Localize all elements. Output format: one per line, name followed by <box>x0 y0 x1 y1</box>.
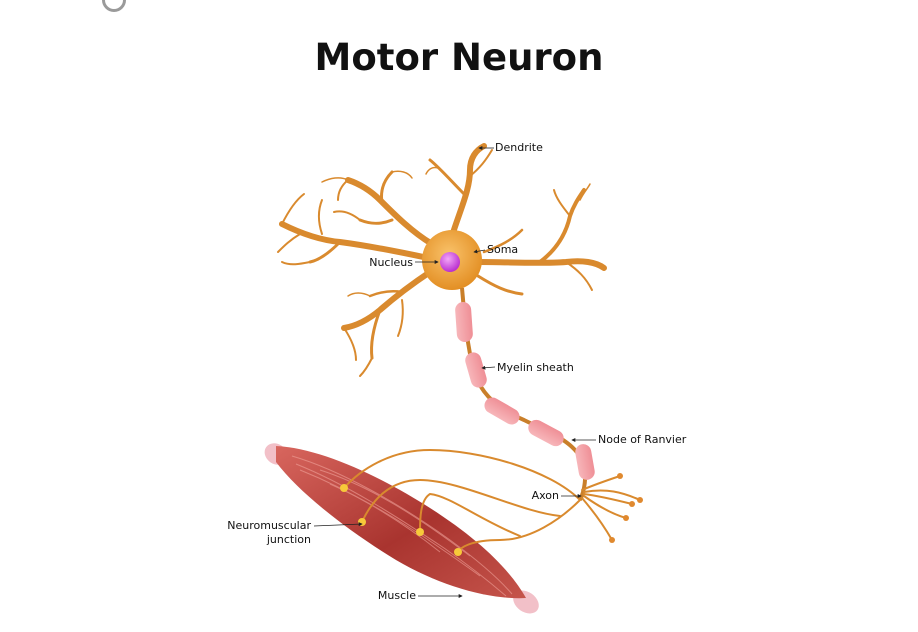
soma-label: Soma <box>487 243 518 256</box>
neuromuscular-label-line1: Neuromuscular <box>227 519 311 532</box>
node-of-ranvier-label: Node of Ranvier <box>598 433 687 446</box>
terminal-buttons <box>609 473 643 543</box>
soma-leader <box>473 249 486 254</box>
myelin-leader <box>481 365 496 370</box>
neuromuscular-label-line2: junction <box>266 533 311 546</box>
myelin-sheaths <box>455 302 595 480</box>
axon-terminals <box>581 475 641 541</box>
neuromuscular-junctions <box>340 484 462 556</box>
myelin-sheath-label: Myelin sheath <box>497 361 574 374</box>
dendrites <box>277 143 607 377</box>
junction-leader <box>313 522 363 527</box>
dendrite-label: Dendrite <box>495 141 543 154</box>
nerve-fibres <box>343 448 581 553</box>
axon-label: Axon <box>532 489 559 502</box>
muscle <box>264 443 539 614</box>
page-title: Motor Neuron <box>314 36 604 79</box>
nucleus-label: Nucleus <box>369 256 413 269</box>
muscle-label: Muscle <box>378 589 416 602</box>
nucleus <box>440 252 460 272</box>
